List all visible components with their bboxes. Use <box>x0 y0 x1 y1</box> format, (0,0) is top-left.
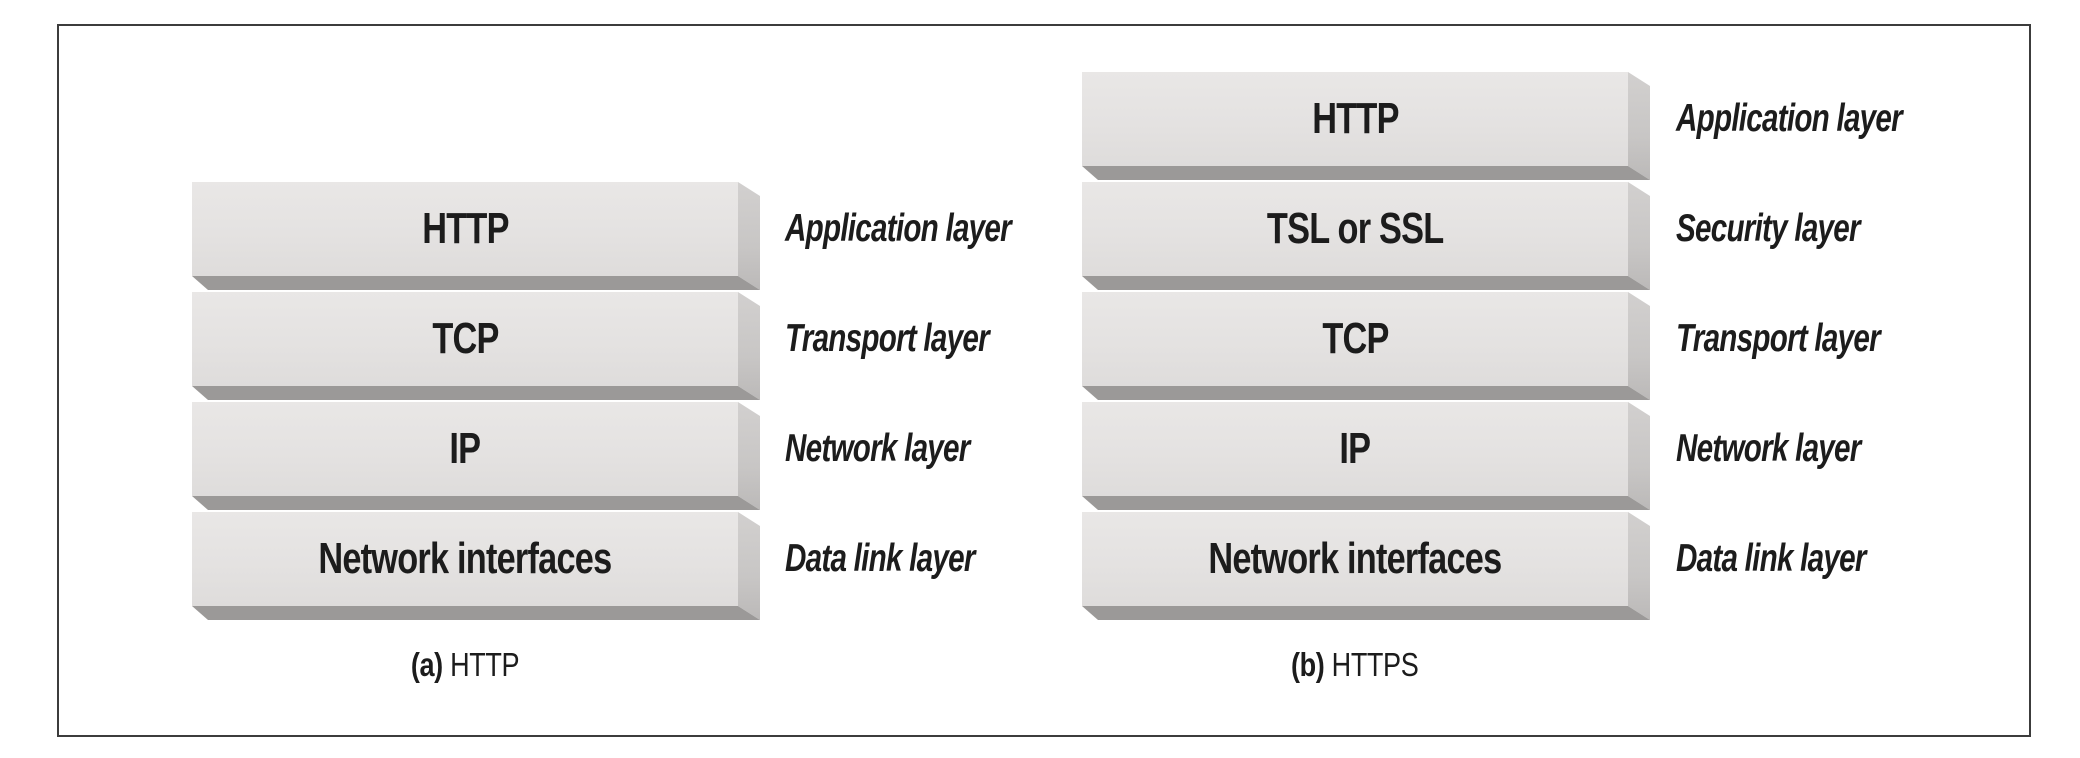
protocol-box-a-http: HTTP <box>192 182 760 290</box>
protocol-label: Network interfaces <box>318 534 612 583</box>
layer-name-datalink-b: Data link layer <box>1676 537 1866 580</box>
box-bottom-3d <box>192 386 760 400</box>
box-face: Network interfaces <box>192 512 738 606</box>
box-face: IP <box>192 402 738 496</box>
caption-a-prefix: (a) <box>410 646 443 683</box>
box-face: TSL or SSL <box>1082 182 1628 276</box>
protocol-label: HTTP <box>1311 94 1399 143</box>
protocol-box-b-netif: Network interfaces <box>1082 512 1650 620</box>
box-face: IP <box>1082 402 1628 496</box>
box-face: TCP <box>192 292 738 386</box>
layer-name-application-b: Application layer <box>1676 97 1903 140</box>
box-bottom-3d <box>1082 276 1650 290</box>
box-bottom-3d <box>192 606 760 620</box>
caption-a-label: HTTP <box>450 646 520 683</box>
layer-name-network-b: Network layer <box>1676 427 1861 470</box>
protocol-label: HTTP <box>421 204 509 253</box>
caption-a: (a) HTTP <box>192 645 738 685</box>
layer-name-security-b: Security layer <box>1676 207 1861 250</box>
protocol-label: TCP <box>431 314 499 363</box>
protocol-box-b-tcp: TCP <box>1082 292 1650 400</box>
protocol-box-b-ip: IP <box>1082 402 1650 510</box>
box-bottom-3d <box>192 496 760 510</box>
protocol-box-b-tls: TSL or SSL <box>1082 182 1650 290</box>
protocol-label: TCP <box>1321 314 1389 363</box>
layer-name-transport-a: Transport layer <box>785 317 990 360</box>
layer-name-datalink-a: Data link layer <box>785 537 975 580</box>
box-side-3d <box>1628 72 1650 180</box>
box-face: TCP <box>1082 292 1628 386</box>
protocol-box-a-ip: IP <box>192 402 760 510</box>
protocol-box-a-tcp: TCP <box>192 292 760 400</box>
box-side-3d <box>738 292 760 400</box>
box-bottom-3d <box>1082 166 1650 180</box>
protocol-box-a-netif: Network interfaces <box>192 512 760 620</box>
layer-name-application-a: Application layer <box>785 207 1012 250</box>
protocol-label: TSL or SSL <box>1266 204 1444 253</box>
caption-b: (b) HTTPS <box>1082 645 1628 685</box>
protocol-label: IP <box>1339 424 1372 473</box>
box-face: HTTP <box>192 182 738 276</box>
box-side-3d <box>738 182 760 290</box>
box-side-3d <box>1628 182 1650 290</box>
box-side-3d <box>1628 512 1650 620</box>
protocol-label: IP <box>449 424 482 473</box>
protocol-label: Network interfaces <box>1208 534 1502 583</box>
caption-b-label: HTTPS <box>1332 646 1419 683</box>
box-face: Network interfaces <box>1082 512 1628 606</box>
caption-b-prefix: (b) <box>1291 646 1325 683</box>
box-face: HTTP <box>1082 72 1628 166</box>
layer-name-transport-b: Transport layer <box>1676 317 1881 360</box>
box-side-3d <box>738 512 760 620</box>
box-side-3d <box>738 402 760 510</box>
box-bottom-3d <box>1082 386 1650 400</box>
box-side-3d <box>1628 402 1650 510</box>
box-bottom-3d <box>1082 606 1650 620</box>
layer-name-network-a: Network layer <box>785 427 970 470</box>
box-bottom-3d <box>1082 496 1650 510</box>
box-side-3d <box>1628 292 1650 400</box>
box-bottom-3d <box>192 276 760 290</box>
protocol-box-b-http: HTTP <box>1082 72 1650 180</box>
